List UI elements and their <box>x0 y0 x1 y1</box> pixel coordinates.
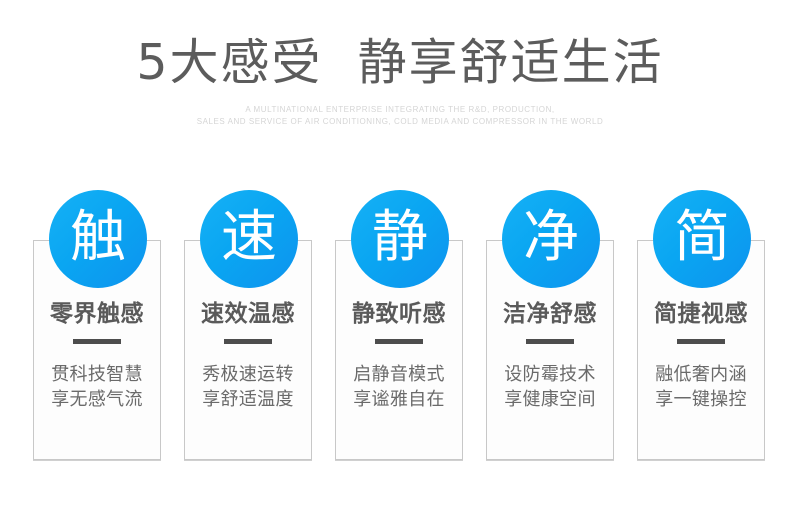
subtitle-line-2: SALES AND SERVICE OF AIR CONDITIONING, C… <box>196 117 604 126</box>
feature-card: 触 零界触感 贯科技智慧 享无感气流 <box>33 190 163 462</box>
card-line-2: 享舒适温度 <box>202 389 294 410</box>
badge-circle: 净 <box>502 190 600 288</box>
card-line-1: 启静音模式 <box>353 364 445 385</box>
card-title: 静致听感 <box>352 301 446 327</box>
subtitle-line-1: A MULTINATIONAL ENTERPRISE INTEGRATING T… <box>245 105 555 114</box>
card-title: 零界触感 <box>50 301 144 327</box>
badge-circle: 触 <box>49 190 147 288</box>
badge-character: 触 <box>70 205 126 270</box>
card-line-2: 享一键操控 <box>655 389 747 410</box>
badge-circle: 速 <box>200 190 298 288</box>
badge-character: 静 <box>372 205 428 270</box>
card-body: 零界触感 贯科技智慧 享无感气流 <box>33 300 161 412</box>
page-title: 5大感受 静享舒适生活 <box>136 34 664 91</box>
card-line-1: 融低奢内涵 <box>655 364 747 385</box>
feature-card: 速 速效温感 秀极速运转 享舒适温度 <box>184 190 314 462</box>
card-description: 贯科技智慧 享无感气流 <box>33 362 161 412</box>
card-divider <box>224 339 272 344</box>
page-header: 5大感受 静享舒适生活 A MULTINATIONAL ENTERPRISE I… <box>0 0 800 128</box>
card-line-1: 秀极速运转 <box>202 364 294 385</box>
badge-character: 净 <box>523 205 579 270</box>
card-title: 速效温感 <box>201 301 295 327</box>
badge-character: 简 <box>674 205 730 270</box>
badge-character: 速 <box>221 205 277 270</box>
card-body: 速效温感 秀极速运转 享舒适温度 <box>184 300 312 412</box>
card-line-1: 贯科技智慧 <box>51 364 143 385</box>
card-description: 秀极速运转 享舒适温度 <box>184 362 312 412</box>
card-divider <box>677 339 725 344</box>
feature-card: 简 简捷视感 融低奢内涵 享一键操控 <box>637 190 767 462</box>
card-divider <box>73 339 121 344</box>
card-title: 洁净舒感 <box>503 301 597 327</box>
card-description: 启静音模式 享谧雅自在 <box>335 362 463 412</box>
feature-card-list: 触 零界触感 贯科技智慧 享无感气流 速 速效温感 秀极速运转 享舒适温度 <box>0 190 800 470</box>
card-body: 静致听感 启静音模式 享谧雅自在 <box>335 300 463 412</box>
card-line-2: 享健康空间 <box>504 389 596 410</box>
card-body: 洁净舒感 设防霉技术 享健康空间 <box>486 300 614 412</box>
card-divider <box>375 339 423 344</box>
page-subtitle: A MULTINATIONAL ENTERPRISE INTEGRATING T… <box>0 104 800 128</box>
card-body: 简捷视感 融低奢内涵 享一键操控 <box>637 300 765 412</box>
badge-circle: 简 <box>653 190 751 288</box>
feature-card: 静 静致听感 启静音模式 享谧雅自在 <box>335 190 465 462</box>
badge-circle: 静 <box>351 190 449 288</box>
card-line-2: 享无感气流 <box>51 389 143 410</box>
card-line-2: 享谧雅自在 <box>353 389 445 410</box>
card-title: 简捷视感 <box>654 301 748 327</box>
feature-card: 净 洁净舒感 设防霉技术 享健康空间 <box>486 190 616 462</box>
card-description: 设防霉技术 享健康空间 <box>486 362 614 412</box>
card-frame <box>637 240 765 460</box>
card-line-1: 设防霉技术 <box>504 364 596 385</box>
card-divider <box>526 339 574 344</box>
card-description: 融低奢内涵 享一键操控 <box>637 362 765 412</box>
